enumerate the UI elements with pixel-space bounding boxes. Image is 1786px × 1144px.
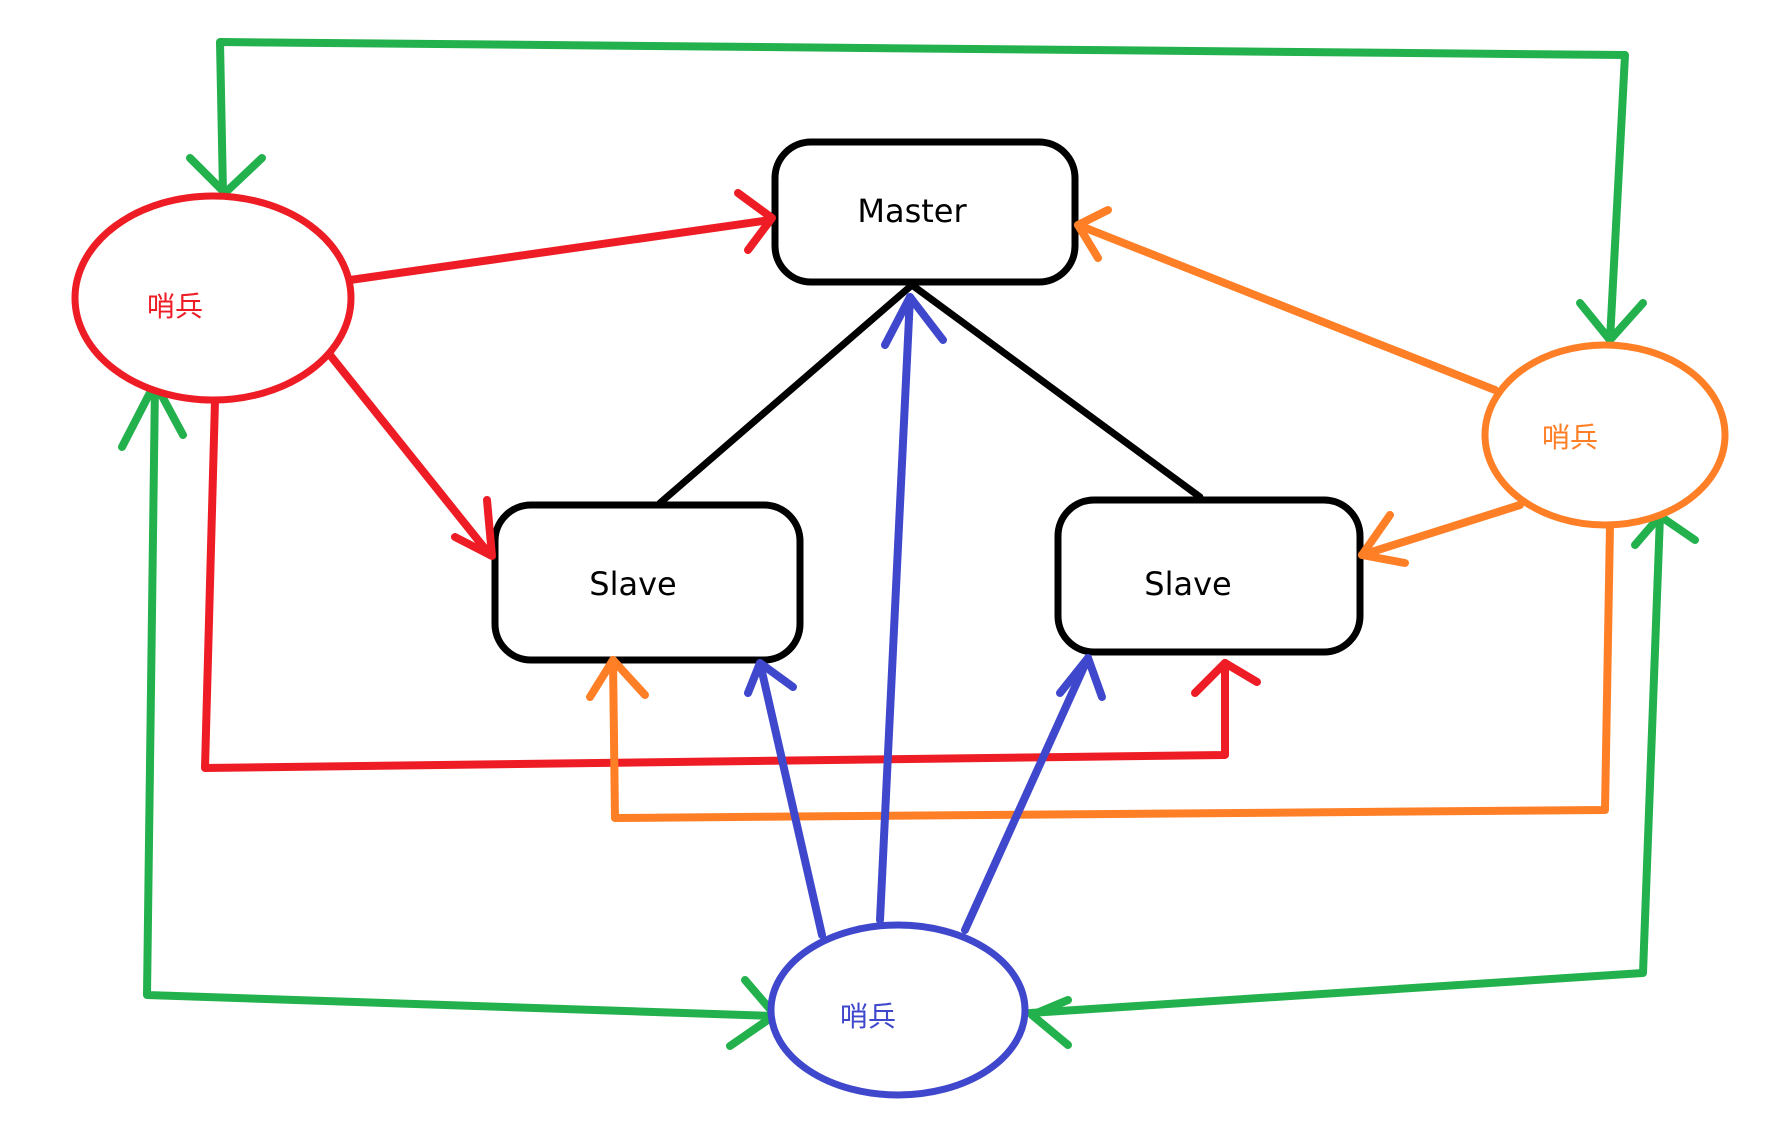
- green-arrowhead-blue-right: [1028, 996, 1072, 1049]
- orange-arrowhead-slave-left: [586, 656, 649, 701]
- sentinel-orange-label: 哨兵: [1542, 421, 1598, 454]
- node-slave-left: Slave: [491, 501, 804, 664]
- red-sentinel-links: [201, 189, 1261, 772]
- link-master-slave-left: [656, 281, 916, 507]
- red-to-slave-left: [326, 351, 494, 559]
- red-arrowhead-slave-right: [1191, 659, 1261, 697]
- orange-arrowhead-slave-right: [1358, 511, 1409, 567]
- orange-to-slave-left: [609, 521, 1614, 822]
- orange-to-master: [1074, 221, 1499, 394]
- red-to-master: [346, 216, 774, 284]
- blue-to-slave-right: [961, 654, 1092, 934]
- slave-left-label: Slave: [589, 565, 676, 603]
- blue-to-slave-left: [756, 659, 826, 939]
- sentinel-red: 哨兵: [71, 192, 355, 404]
- green-top-loop: [216, 38, 1629, 344]
- slave-right-label: Slave: [1144, 565, 1231, 603]
- blue-arrowhead-slave-left: [744, 659, 797, 697]
- sentinel-blue: 哨兵: [767, 921, 1029, 1099]
- orange-sentinel-links: [586, 206, 1614, 822]
- green-left-loop: [143, 379, 777, 1020]
- blue-arrowhead-slave-right: [1056, 654, 1106, 701]
- blue-to-master: [876, 293, 914, 924]
- sentinel-orange: 哨兵: [1481, 341, 1729, 529]
- replication-links: [656, 281, 1204, 507]
- link-master-slave-right: [908, 281, 1204, 501]
- node-master: Master: [771, 138, 1079, 286]
- red-arrowhead-slave-left: [451, 496, 496, 560]
- red-arrowhead-master: [734, 189, 776, 254]
- orange-to-slave-right: [1358, 501, 1524, 559]
- sentinel-red-label: 哨兵: [147, 290, 203, 323]
- blue-sentinel-links: [744, 293, 1106, 939]
- sentinel-blue-label: 哨兵: [840, 1000, 896, 1033]
- master-label: Master: [857, 192, 967, 230]
- node-slave-right: Slave: [1054, 496, 1364, 656]
- orange-arrowhead-master: [1074, 206, 1112, 262]
- green-arrowhead-orange: [1576, 299, 1647, 344]
- red-to-slave-right: [201, 396, 1229, 772]
- green-right-loop: [1026, 512, 1664, 1017]
- blue-arrowhead-master: [881, 293, 947, 349]
